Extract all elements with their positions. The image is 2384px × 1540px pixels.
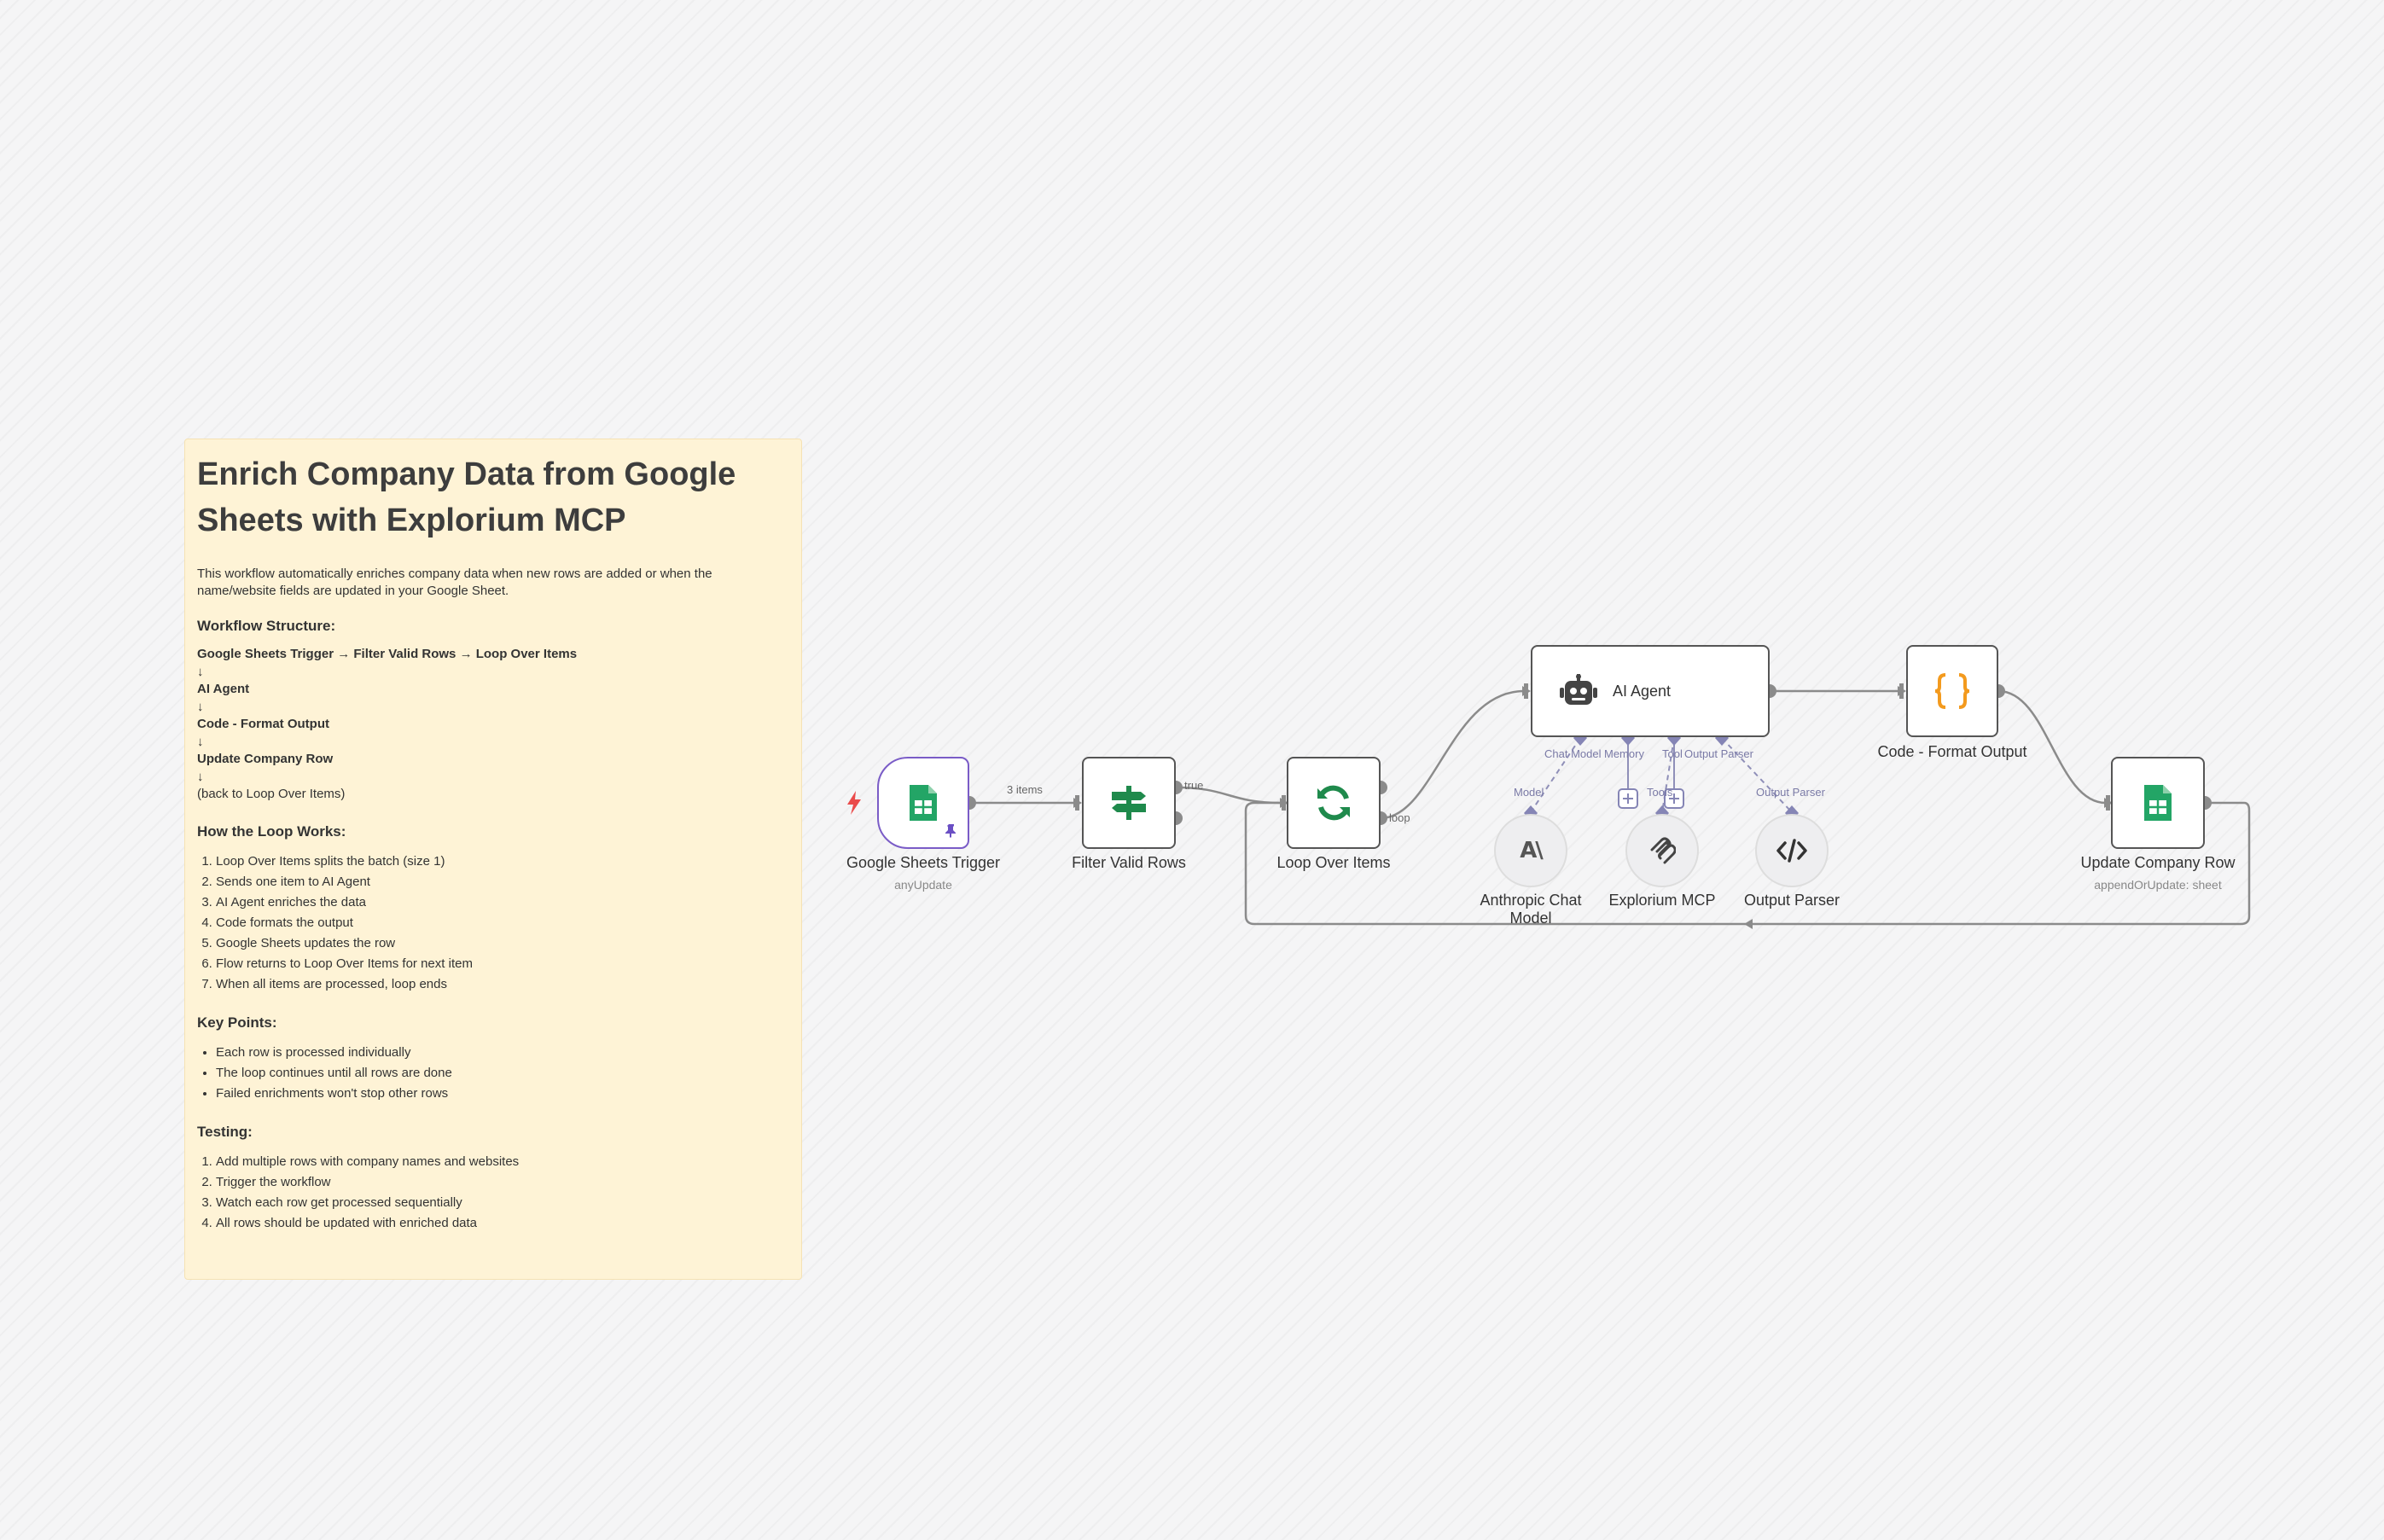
list-item: Loop Over Items splits the batch (size 1… — [216, 851, 789, 872]
port-label-tools: Tools — [1647, 786, 1673, 799]
node-sublabel-trigger: anyUpdate — [894, 878, 952, 892]
port-label-model: Model — [1514, 786, 1544, 799]
input-handle — [1524, 683, 1528, 699]
pin-icon — [944, 822, 959, 842]
list-item: Each row is processed individually — [216, 1043, 789, 1063]
structure-line: Google Sheets Trigger → Filter Valid Row… — [197, 647, 578, 661]
node-label-trigger: Google Sheets Trigger — [846, 854, 1001, 871]
trigger-bolt-icon — [845, 790, 863, 816]
edge-label-true: true — [1184, 779, 1204, 792]
input-handle — [1075, 795, 1079, 811]
list-item: AI Agent enriches the data — [216, 892, 789, 913]
port-label-chat-model: Chat Model — [1544, 747, 1602, 760]
list-item: Google Sheets updates the row — [216, 933, 789, 954]
node-loop-over-items[interactable] — [1287, 757, 1381, 849]
loop-heading: How the Loop Works: — [197, 822, 346, 840]
node-ai-agent[interactable]: AI Agent — [1531, 645, 1770, 737]
list-item: Trigger the workflow — [216, 1172, 789, 1193]
google-sheets-icon — [908, 783, 939, 822]
node-explorium-mcp[interactable] — [1625, 814, 1699, 887]
robot-icon — [1560, 674, 1597, 708]
connection-tool-agent — [1661, 737, 1675, 813]
node-label-agent: AI Agent — [1613, 682, 1672, 700]
list-item: Failed enrichments won't stop other rows — [216, 1084, 789, 1104]
filter-signpost-icon — [1108, 782, 1149, 823]
testing-heading: Testing: — [197, 1123, 253, 1140]
list-item: Add multiple rows with company names and… — [216, 1152, 789, 1172]
node-label-loop: Loop Over Items — [1276, 854, 1391, 871]
port-label-tool: Tool — [1662, 747, 1683, 760]
list-item: Watch each row get processed sequentiall… — [216, 1193, 789, 1213]
testing-steps-list: Add multiple rows with company names and… — [197, 1152, 789, 1234]
edge-label-loop: loop — [1389, 811, 1410, 824]
connection-parser-agent — [1721, 737, 1793, 813]
node-output-parser[interactable] — [1755, 814, 1829, 887]
input-handle — [1899, 683, 1904, 699]
code-tag-icon — [1776, 839, 1807, 863]
node-anthropic-chat-model[interactable]: A\ — [1494, 814, 1567, 887]
connection-loop-agent — [1380, 689, 1525, 820]
input-handle — [1282, 795, 1286, 811]
node-code-format-output[interactable] — [1906, 645, 1998, 737]
list-item: All rows should be updated with enriched… — [216, 1213, 789, 1234]
down-arrow: ↓ — [197, 664, 204, 679]
node-update-company-row[interactable] — [2111, 757, 2205, 849]
sticky-title: Enrich Company Data from Google Sheets w… — [197, 456, 736, 538]
list-item: Sends one item to AI Agent — [216, 872, 789, 892]
sticky-note[interactable]: Enrich Company Data from Google Sheets w… — [184, 439, 802, 1280]
node-label-parser: Output Parser — [1743, 892, 1840, 909]
connection-code-update — [1997, 689, 2107, 805]
structure-line: (back to Loop Over Items) — [197, 787, 346, 801]
edge-label-items: 3 items — [1007, 783, 1043, 796]
down-arrow: ↓ — [197, 699, 204, 714]
node-google-sheets-trigger[interactable] — [877, 757, 969, 849]
code-braces-icon — [1933, 671, 1972, 711]
loop-steps-list: Loop Over Items splits the batch (size 1… — [197, 851, 789, 995]
sticky-intro: This workflow automatically enriches com… — [197, 567, 712, 598]
down-arrow: ↓ — [197, 769, 204, 784]
structure-line: AI Agent — [197, 682, 250, 696]
port-label-output-parser-sub: Output Parser — [1756, 786, 1825, 799]
key-heading: Key Points: — [197, 1014, 277, 1031]
node-label-explorium: Explorium MCP — [1608, 892, 1716, 909]
list-item: Flow returns to Loop Over Items for next… — [216, 954, 789, 974]
input-handle — [2106, 795, 2110, 811]
anthropic-icon: A\ — [1520, 838, 1544, 863]
down-arrow: ↓ — [197, 734, 204, 749]
list-item: When all items are processed, loop ends — [216, 974, 789, 995]
port-label-memory: Memory — [1604, 747, 1644, 760]
node-label-anthropic: Anthropic Chat Model — [1480, 892, 1582, 927]
port-label-output-parser: Output Parser — [1684, 747, 1753, 760]
node-label-code: Code - Format Output — [1877, 743, 2027, 760]
list-item: The loop continues until all rows are do… — [216, 1063, 789, 1084]
list-item: Code formats the output — [216, 913, 789, 933]
google-sheets-icon — [2143, 783, 2173, 822]
node-sublabel-update: appendOrUpdate: sheet — [2094, 878, 2222, 892]
mcp-icon — [1648, 837, 1676, 864]
node-label-filter: Filter Valid Rows — [1072, 854, 1186, 871]
structure-line: Code - Format Output — [197, 717, 329, 731]
loop-arrows-icon — [1312, 782, 1355, 824]
key-points-list: Each row is processed individually The l… — [197, 1043, 789, 1104]
node-label-update: Update Company Row — [2080, 854, 2236, 871]
structure-block: Google Sheets Trigger → Filter Valid Row… — [197, 646, 789, 804]
structure-heading: Workflow Structure: — [197, 618, 336, 634]
structure-line: Update Company Row — [197, 752, 334, 766]
node-filter-valid-rows[interactable] — [1082, 757, 1176, 849]
arrowhead — [1744, 919, 1753, 929]
